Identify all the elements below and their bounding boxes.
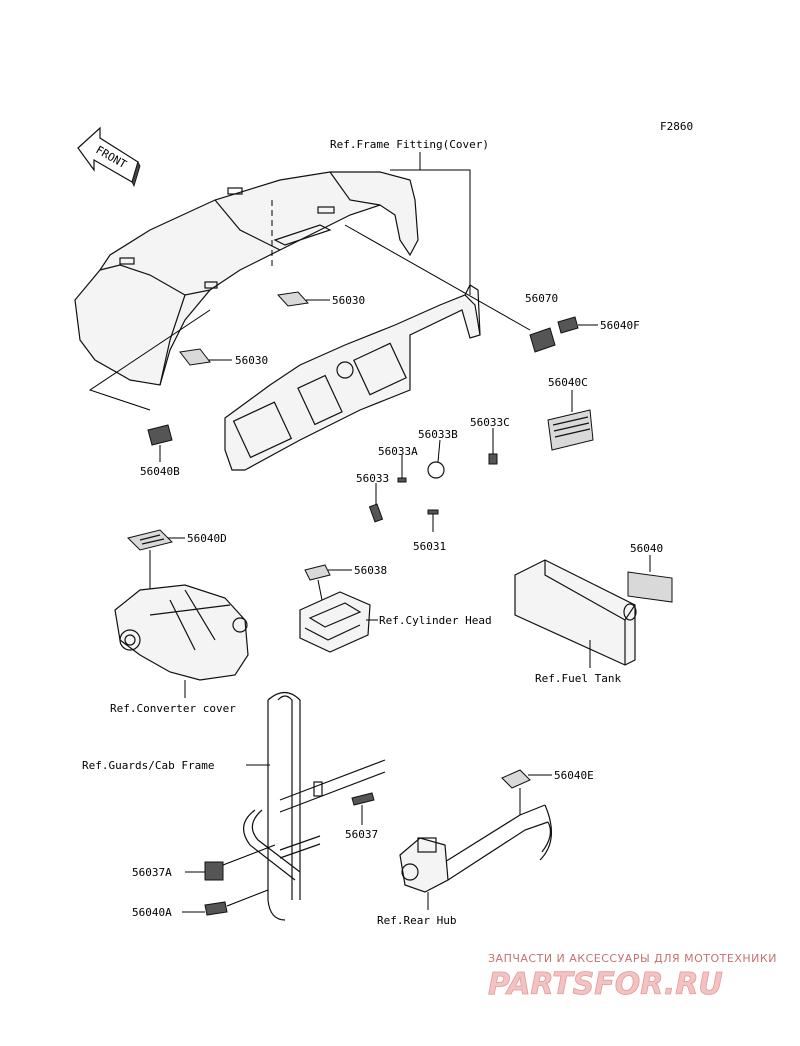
ref-cylinder-head: Ref.Cylinder Head xyxy=(379,614,492,627)
label-56040E: 56040E xyxy=(554,769,594,782)
instrument-panel xyxy=(224,284,481,471)
decal-56030-top: 56030 xyxy=(277,291,365,307)
decal-56030-left: 56030 xyxy=(179,348,268,367)
label-56040F: 56040F xyxy=(600,319,640,332)
decal-56033: 56033 xyxy=(356,472,389,523)
decal-56040: 56040 xyxy=(627,542,673,603)
decal-56040F: 56040F xyxy=(557,316,640,334)
label-56033: 56033 xyxy=(356,472,389,485)
decal-56040B: 56040B xyxy=(140,424,180,478)
decal-56070: 56070 xyxy=(525,292,558,353)
label-56030-top: 56030 xyxy=(332,294,365,307)
decal-56040C: 56040C xyxy=(547,376,594,451)
ref-rear-hub: Ref.Rear Hub xyxy=(377,914,456,927)
decal-56037A: 56037A xyxy=(132,844,276,881)
label-56040B: 56040B xyxy=(140,465,180,478)
watermark-logo: PARTSFOR.RU xyxy=(488,967,723,1002)
ref-fuel-tank: Ref.Fuel Tank xyxy=(535,672,621,685)
ref-guards-cab: Ref.Guards/Cab Frame xyxy=(82,759,214,772)
decal-56033A: 56033A xyxy=(378,445,418,483)
label-56037A: 56037A xyxy=(132,866,172,879)
label-56031: 56031 xyxy=(413,540,446,553)
figure-code: F2860 xyxy=(660,120,693,133)
rear-hub xyxy=(399,804,552,910)
decal-56033C: 56033C xyxy=(470,416,510,465)
decal-56040D: 56040D xyxy=(127,529,227,590)
label-56033C: 56033C xyxy=(470,416,510,429)
decal-56038: 56038 xyxy=(304,564,387,601)
label-56040: 56040 xyxy=(630,542,663,555)
converter-cover xyxy=(114,584,249,698)
label-56033A: 56033A xyxy=(378,445,418,458)
ref-converter-cover: Ref.Converter cover xyxy=(110,702,236,715)
label-56040D: 56040D xyxy=(187,532,227,545)
label-56040C: 56040C xyxy=(548,376,588,389)
decal-56033B: 56033B xyxy=(418,428,458,479)
cylinder-head xyxy=(299,591,378,653)
label-56037: 56037 xyxy=(345,828,378,841)
dash-cover xyxy=(74,171,419,386)
front-arrow-icon: FRONT xyxy=(77,126,141,188)
label-56040A: 56040A xyxy=(132,906,172,919)
decal-56031: 56031 xyxy=(413,509,446,553)
watermark-tagline: ЗАПЧАСТИ И АКСЕССУАРЫ ДЛЯ МОТОТЕХНИКИ xyxy=(488,952,777,965)
fuel-tank xyxy=(514,559,637,668)
label-56070: 56070 xyxy=(525,292,558,305)
cab-frame xyxy=(243,691,386,921)
decal-56037: 56037 xyxy=(345,792,378,841)
ref-frame-fitting: Ref.Frame Fitting(Cover) xyxy=(330,138,489,151)
decal-56040E: 56040E xyxy=(501,769,594,815)
label-56038: 56038 xyxy=(354,564,387,577)
label-56033B: 56033B xyxy=(418,428,458,441)
decal-56040A: 56040A xyxy=(132,889,269,919)
label-56030-left: 56030 xyxy=(235,354,268,367)
